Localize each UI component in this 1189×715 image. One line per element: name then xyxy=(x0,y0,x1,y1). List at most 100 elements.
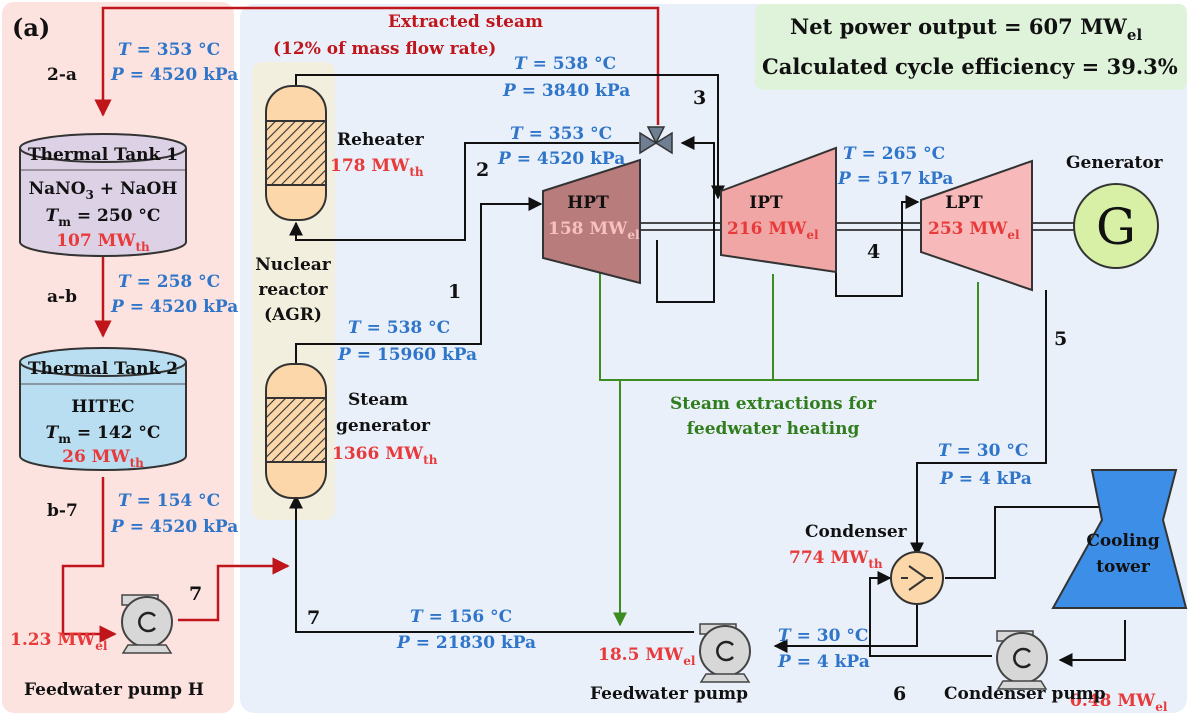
tank-1-salt: NaNO3 + NaOH xyxy=(29,179,178,202)
state-4-T: T = 265 °C xyxy=(843,144,945,164)
state-ab-T: T = 258 °C xyxy=(118,272,220,292)
extraction-hpt xyxy=(599,270,979,381)
state-1-T: T = 538 °C xyxy=(348,318,450,338)
line-state-7 xyxy=(289,494,694,633)
cooling-tower xyxy=(1051,469,1188,609)
generator-symbol: G xyxy=(1096,198,1136,256)
lpt-turbine xyxy=(920,159,1033,292)
condenser-pump-label: Condenser pump xyxy=(944,684,1106,704)
line-state-4 xyxy=(835,195,920,297)
reactor-line-2: reactor xyxy=(258,280,328,300)
efficiency-text: Calculated cycle efficiency = 39.3% xyxy=(762,54,1178,79)
condenser-power: 774 MWth xyxy=(789,548,883,571)
line-tower-to-pump xyxy=(1058,620,1126,667)
ipt-power: 216 MWel xyxy=(727,219,819,242)
state-6-T: T = 30 °C xyxy=(778,626,868,646)
tank-2-salt: HITEC xyxy=(71,397,134,417)
reactor-line-3: (AGR) xyxy=(264,305,322,325)
state-2-label: 2 xyxy=(476,159,489,181)
condenser-label: Condenser xyxy=(805,522,908,542)
sg-line-2: generator xyxy=(336,416,431,436)
reheater-vessel xyxy=(265,85,327,221)
state-7-P: P = 21830 kPa xyxy=(396,633,536,653)
state-b7-T: T = 154 °C xyxy=(118,491,220,511)
extracted-steam-label: Extracted steam xyxy=(388,12,543,32)
ipt-turbine xyxy=(720,146,837,274)
pump-h-label: Feedwater pump H xyxy=(24,680,204,700)
reactor-line-1: Nuclear xyxy=(255,255,332,275)
steam-generator-vessel xyxy=(265,363,327,499)
extracted-steam-line xyxy=(94,6,660,125)
sg-power: 1366 MWth xyxy=(332,444,438,467)
state-7-red-label: 7 xyxy=(189,583,202,605)
main-panel xyxy=(240,4,1187,713)
state-b7-label: b-7 xyxy=(47,501,78,521)
tank-1-tm: Tm = 250 °C xyxy=(46,206,161,229)
net-power-text: Net power output = 607 MWel xyxy=(790,14,1142,44)
state-3-T: T = 538 °C xyxy=(514,54,616,74)
state-2a-T: T = 353 °C xyxy=(118,40,220,60)
pump-icon xyxy=(121,594,173,654)
line-hpt-exhaust xyxy=(656,136,715,303)
tank-2-title: Thermal Tank 2 xyxy=(28,359,178,379)
state-2a-P: P = 4520 kPa xyxy=(110,65,238,85)
hpt-power: 158 MWel xyxy=(548,219,640,242)
line-b7 xyxy=(61,477,117,643)
line-to-cooling-tower xyxy=(945,500,1132,579)
feedwater-pump-power: 18.5 MWel xyxy=(598,645,696,668)
condenser-pump-power: 0.48 MWel xyxy=(1070,691,1168,714)
line-state-5 xyxy=(910,290,1047,557)
state-5-label: 5 xyxy=(1054,328,1067,350)
state-6-label: 6 xyxy=(893,683,906,705)
header-box xyxy=(755,4,1187,90)
generator-icon xyxy=(1073,183,1159,269)
state-6-P: P = 4 kPa xyxy=(777,652,870,672)
tank-1-power: 107 MWth xyxy=(56,231,150,254)
condenser-hx-icon xyxy=(890,551,944,605)
reheater-power: 178 MWth xyxy=(330,156,424,179)
cooling-tower-line-1: Cooling xyxy=(1086,531,1159,551)
lpt-power: 253 MWel xyxy=(928,219,1020,242)
state-3-label: 3 xyxy=(693,87,706,109)
line-7-red xyxy=(178,557,290,622)
state-1-label: 1 xyxy=(448,281,461,303)
state-5-P: P = 4 kPa xyxy=(939,469,1032,489)
state-2-P: P = 4520 kPa xyxy=(497,149,625,169)
reheater-label: Reheater xyxy=(337,130,425,150)
line-state-6 xyxy=(773,604,918,653)
feedwater-pump-label: Feedwater pump xyxy=(590,684,748,704)
pump-h-power: 1.23 MWel xyxy=(10,630,108,653)
tank-2-power: 26 MWth xyxy=(62,447,144,470)
lpt-name: LPT xyxy=(945,193,983,213)
state-4-label: 4 xyxy=(867,241,880,263)
state-ab-P: P = 4520 kPa xyxy=(110,297,238,317)
sg-line-1: Steam xyxy=(348,390,408,410)
pump-icon xyxy=(699,623,751,683)
state-4-P: P = 517 kPa xyxy=(837,169,953,189)
state-7-T: T = 156 °C xyxy=(410,607,512,627)
state-7-label: 7 xyxy=(307,607,320,629)
extracted-steam-note: (12% of mass flow rate) xyxy=(273,39,496,59)
panel-label: (a) xyxy=(12,13,50,42)
ipt-name: IPT xyxy=(749,193,783,213)
pump-icon xyxy=(996,630,1048,690)
state-b7-P: P = 4520 kPa xyxy=(110,517,238,537)
tank-2-tm: Tm = 142 °C xyxy=(46,423,161,446)
cooling-tower-line-2: tower xyxy=(1096,557,1151,577)
state-5-T: T = 30 °C xyxy=(938,441,1028,461)
line-state-2 xyxy=(289,142,639,241)
hpt-name: HPT xyxy=(567,193,609,213)
state-2-T: T = 353 °C xyxy=(510,124,612,144)
line-pump-to-condenser xyxy=(869,571,992,657)
thermal-tank-2 xyxy=(19,347,187,471)
extractions-line-1: Steam extractions for xyxy=(670,394,877,414)
state-ab-label: a-b xyxy=(47,287,77,307)
three-way-valve-icon xyxy=(639,126,673,155)
state-3-P: P = 3840 kPa xyxy=(502,81,630,101)
extractions-line-2: feedwater heating xyxy=(687,419,860,439)
hpt-turbine xyxy=(542,158,641,285)
thermal-tank-1 xyxy=(19,133,187,257)
line-state-1 xyxy=(295,197,543,367)
